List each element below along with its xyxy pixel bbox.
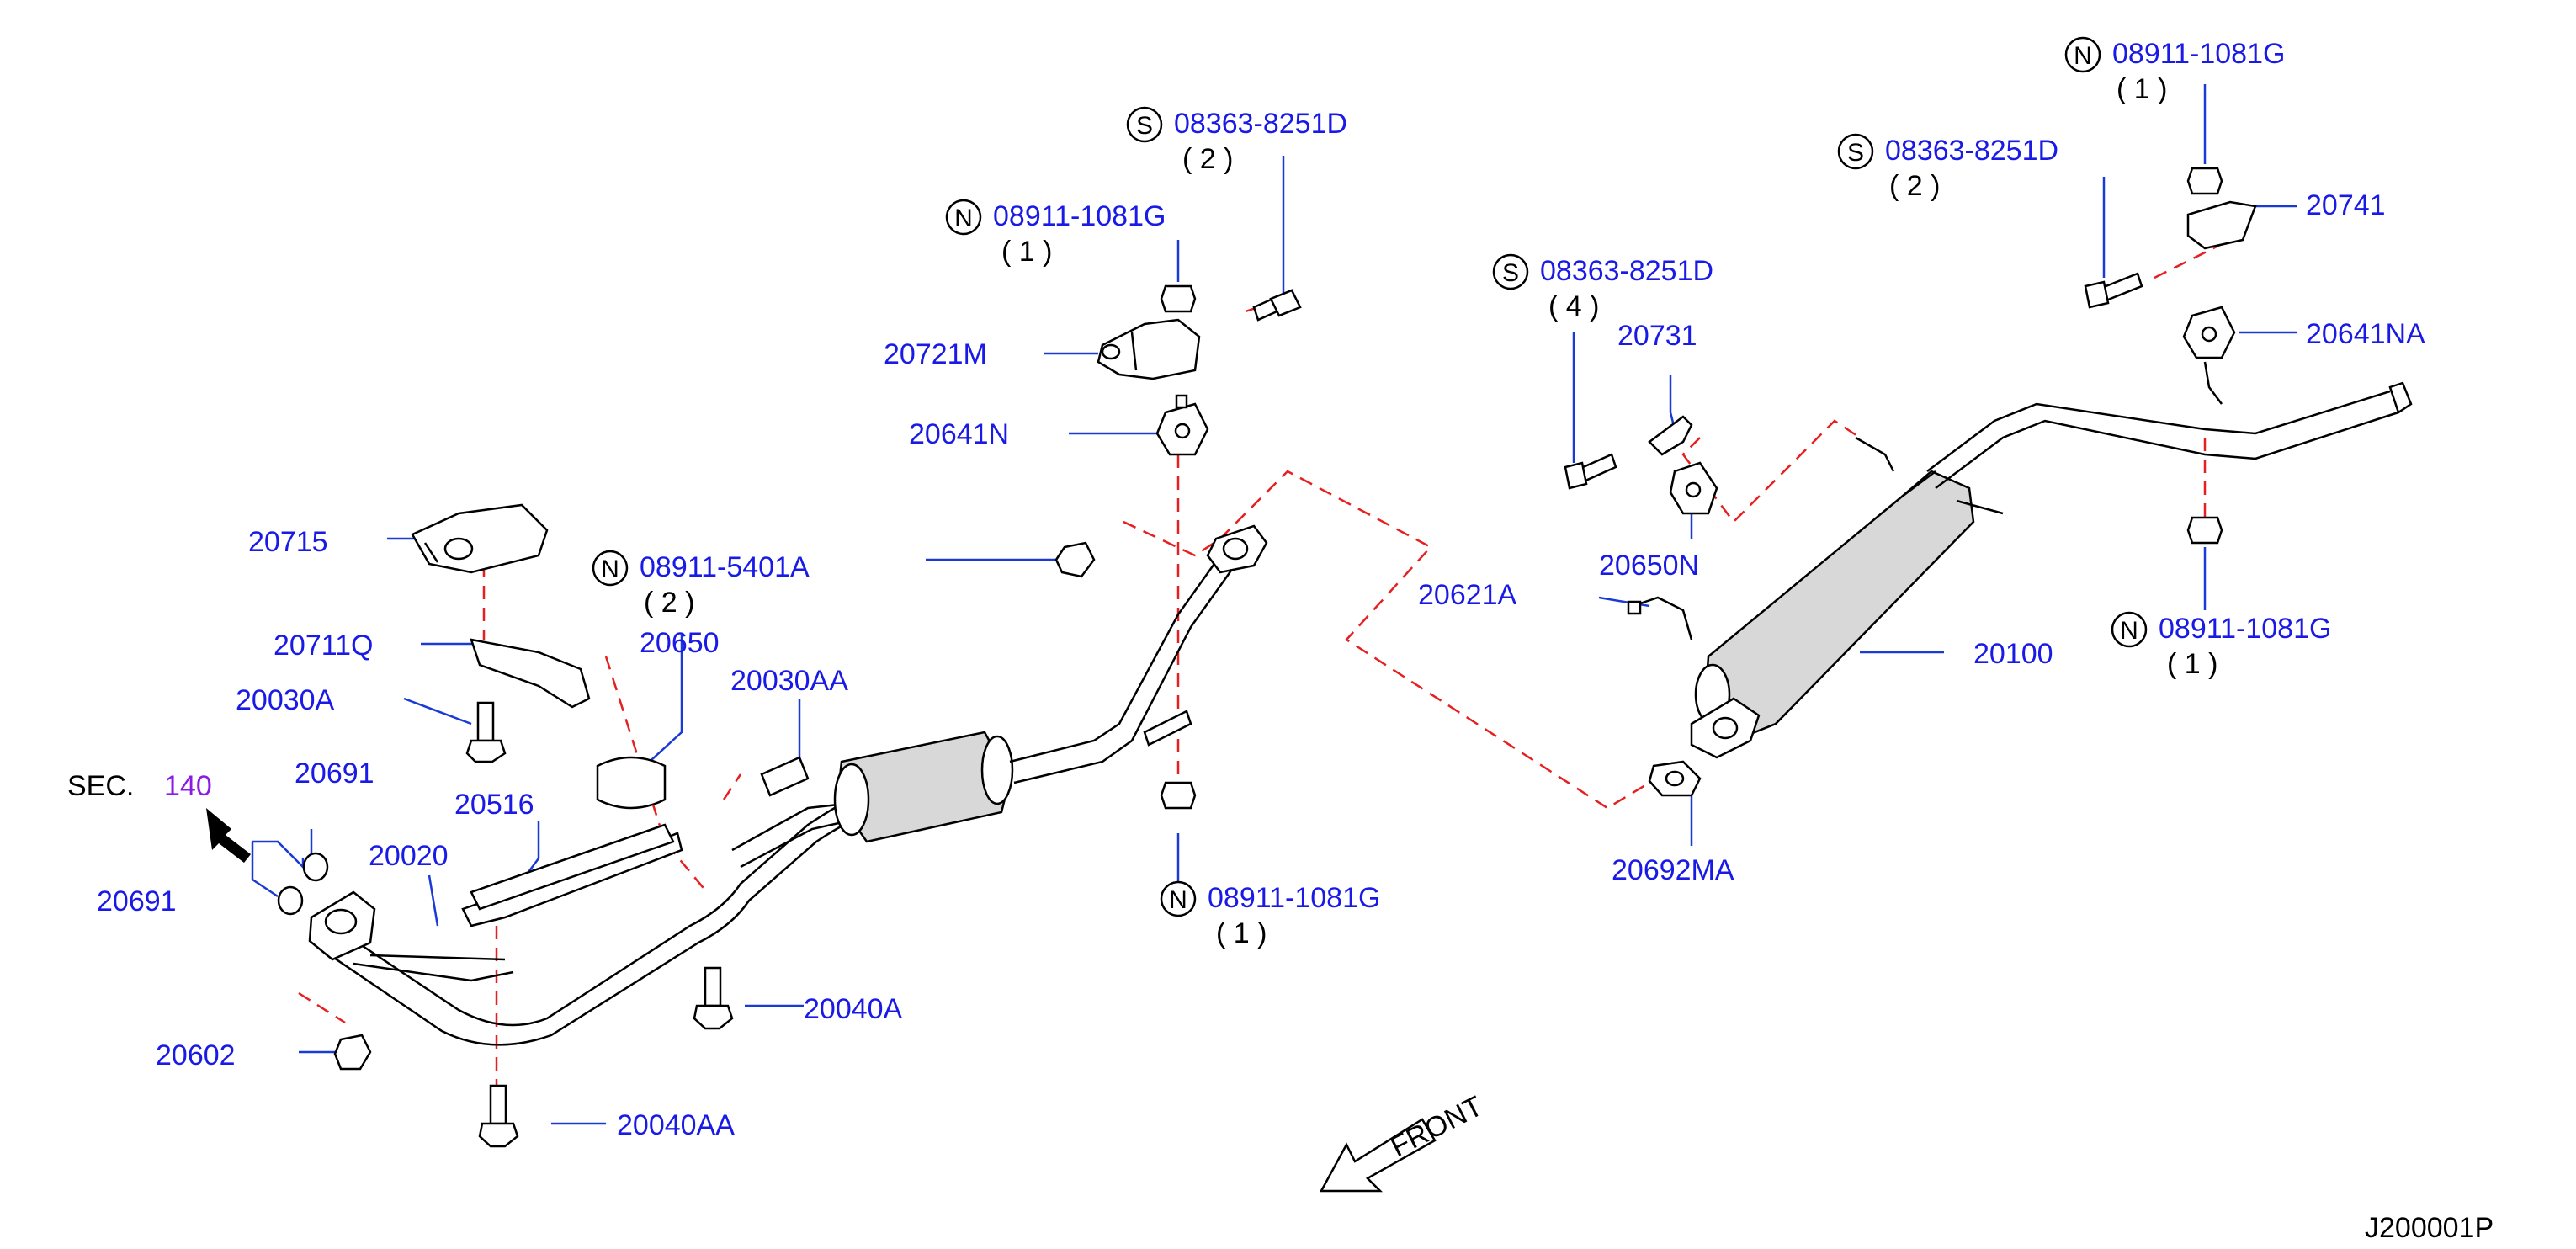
label-20715: 20715 (248, 526, 328, 558)
heat-shield-20516 (461, 823, 683, 927)
part-number: 08911-5401A (640, 551, 810, 583)
label-20621A: 20621A (1418, 579, 1517, 611)
callout-symbol-circle (2064, 36, 2101, 73)
callout-c5: S 08363-8251D ( 4 ) (1492, 253, 1713, 322)
front-direction-arrow (1319, 1118, 1437, 1193)
label-20741: 20741 (2306, 189, 2386, 221)
part-qty: ( 1 ) (1001, 236, 1052, 268)
label-20641N: 20641N (909, 418, 1009, 450)
callout-c3: N 08911-5401A ( 2 ) (592, 550, 810, 619)
callout-symbol-circle (1126, 106, 1163, 143)
front-exhaust-pipe-20020 (308, 798, 859, 1046)
part-number: 08911-1081G (2159, 613, 2331, 645)
callout-symbol: S (1502, 259, 1519, 287)
callout-symbol: N (1169, 886, 1187, 914)
part-qty: ( 2 ) (644, 587, 694, 619)
callout-symbol-circle (1160, 880, 1197, 917)
label-20602: 20602 (156, 1039, 236, 1071)
part-qty: ( 1 ) (1216, 917, 1267, 949)
callout-symbol-circle (1837, 133, 1874, 170)
part-labels: 20721M 20641N 20715 20711Q 20030A 20030A… (97, 189, 2425, 1141)
part-qty: ( 2 ) (1182, 143, 1233, 175)
label-20100: 20100 (1973, 638, 2053, 670)
label-20641NA: 20641NA (2306, 318, 2425, 350)
sec-arrow (206, 808, 251, 863)
label-20650N: 20650N (1599, 550, 1699, 582)
section-number-link[interactable]: 140 (164, 770, 212, 802)
rear-mount-parts (1564, 167, 2257, 797)
callout-symbol: N (954, 205, 973, 232)
assembly-dashed-lines (298, 242, 2223, 1094)
callout-c1: S 08363-8251D ( 2 ) (1126, 106, 1347, 175)
callout-symbol: S (1136, 112, 1153, 140)
callout-symbol: N (2074, 42, 2092, 70)
callout-c7: N 08911-1081G ( 1 ) (2064, 36, 2285, 105)
part-qty: ( 1 ) (2167, 648, 2217, 680)
label-20040A: 20040A (804, 993, 903, 1025)
callout-symbol-circle (945, 199, 982, 236)
part-number: 08911-1081G (993, 200, 1166, 232)
label-20692MA: 20692MA (1612, 854, 1734, 886)
label-20711Q: 20711Q (274, 630, 373, 662)
part-number: 08911-1081G (2112, 38, 2285, 70)
front-label: FRONT (1385, 1090, 1488, 1163)
label-20731: 20731 (1617, 320, 1697, 352)
label-20721M: 20721M (884, 338, 987, 370)
callout-symbol-circle (1492, 253, 1529, 290)
callout-symbol-circle (592, 550, 629, 587)
label-20030AA: 20030AA (730, 665, 848, 697)
diagram-code: J200001P (2365, 1212, 2494, 1244)
rear-muffler-20100 (1690, 381, 2413, 759)
center-pipe-pre-muffler (731, 524, 1268, 869)
part-number: 08911-1081G (1208, 882, 1380, 914)
label-20030A: 20030A (236, 684, 335, 716)
callout-symbol: N (2120, 617, 2138, 645)
part-number: 08363-8251D (1885, 135, 2058, 167)
label-20020: 20020 (369, 840, 449, 872)
section-reference: SEC. 140 (67, 770, 212, 802)
callout-c6: S 08363-8251D ( 2 ) (1837, 133, 2058, 202)
part-number: 08363-8251D (1174, 108, 1347, 140)
callout-symbol: N (601, 555, 619, 583)
section-prefix: SEC. (67, 770, 134, 802)
part-qty: ( 2 ) (1889, 170, 1940, 202)
callout-symbol-circle (2111, 611, 2148, 648)
part-qty: ( 1 ) (2117, 73, 2167, 105)
callout-c4: N 08911-1081G ( 1 ) (1160, 880, 1380, 949)
part-number: 08363-8251D (1540, 255, 1713, 287)
label-20516: 20516 (454, 789, 534, 821)
label-20650: 20650 (640, 627, 720, 659)
label-20691-lower: 20691 (97, 885, 177, 917)
front-mount-parts (277, 284, 1302, 1148)
leader-lines (251, 84, 2297, 1125)
label-20691-upper: 20691 (295, 757, 374, 789)
label-20040AA: 20040AA (617, 1109, 735, 1141)
part-qty: ( 4 ) (1548, 290, 1599, 322)
callout-c8: N 08911-1081G ( 1 ) (2111, 611, 2331, 680)
callout-c2: N 08911-1081G ( 1 ) (945, 199, 1166, 268)
callout-symbol: S (1847, 139, 1864, 167)
